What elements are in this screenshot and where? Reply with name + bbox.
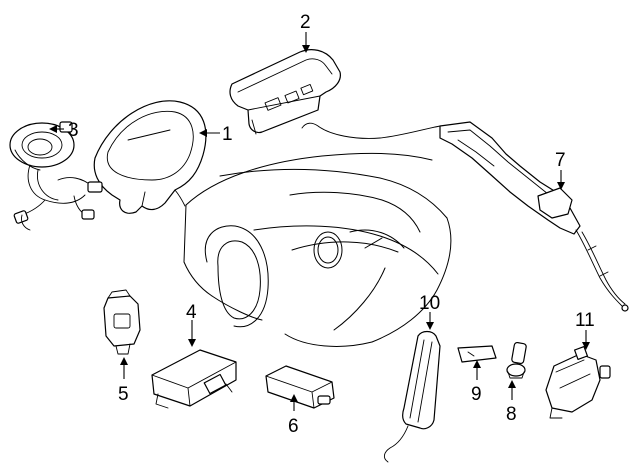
callout-2: 2 <box>300 12 311 33</box>
impact-sensor <box>103 289 141 355</box>
passenger-airbag <box>229 49 341 135</box>
knee-airbag <box>383 330 441 463</box>
vehicle-outline <box>183 152 452 347</box>
callout-5: 5 <box>118 384 129 405</box>
callout-9: 9 <box>471 384 482 405</box>
callout-4: 4 <box>186 302 197 323</box>
airbag-control-module <box>151 349 237 409</box>
callout-3: 3 <box>68 120 79 141</box>
callout-1: 1 <box>222 124 233 145</box>
callout-7: 7 <box>555 150 566 171</box>
callout-8: 8 <box>506 404 517 425</box>
clock-spring <box>9 121 103 231</box>
steering-wheel-airbag <box>93 100 207 214</box>
callout-labels: 1 2 3 4 5 6 7 8 9 10 11 <box>68 12 595 437</box>
occupant-sensor <box>506 341 527 379</box>
callout-10: 10 <box>419 293 440 314</box>
label-clip <box>457 345 497 363</box>
callout-6: 6 <box>288 416 299 437</box>
curtain-airbag <box>301 121 629 312</box>
seat-belt-pretensioner <box>545 345 611 419</box>
callout-11: 11 <box>575 310 595 331</box>
leader-lines <box>49 32 590 411</box>
side-sensor-module <box>265 365 335 409</box>
